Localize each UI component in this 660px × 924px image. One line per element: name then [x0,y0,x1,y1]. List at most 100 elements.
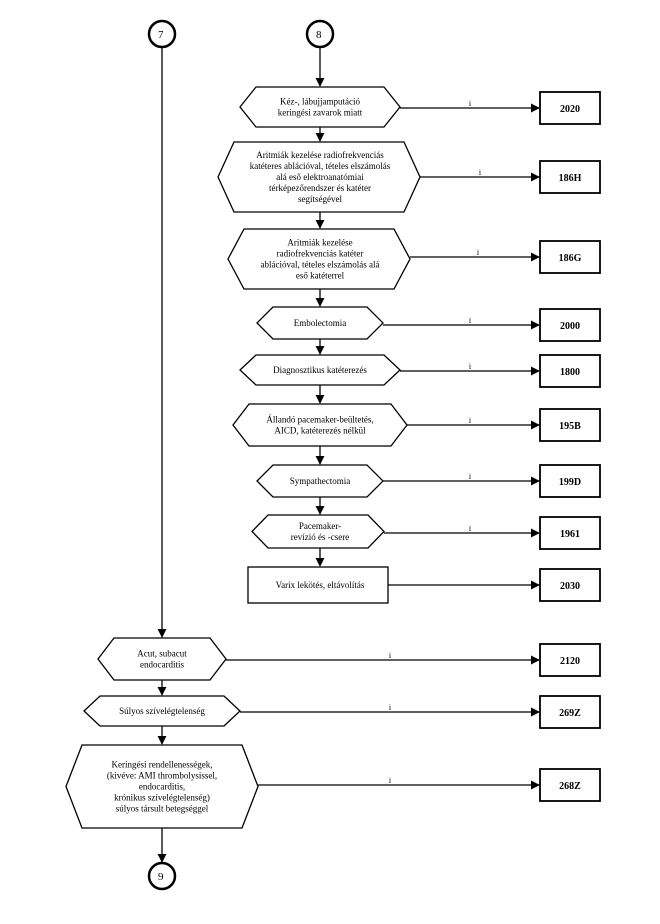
node-hexagon-shape [239,354,401,386]
code-box-label: 2000 [560,321,580,332]
code-box-frame [539,516,601,550]
code-box-n3: 186G [539,240,601,274]
node-hexagon-shape [239,86,401,128]
flow-node-n9: Varix lekötés, eltávolítás [247,566,389,604]
node-hexagon-shape [217,141,421,213]
edge-label-i: i [389,703,392,712]
flow-node-n8: Pacemaker-revízió és -csere [251,514,385,549]
code-box-frame [539,695,601,729]
node-label-line: Acut, subacut [137,649,187,659]
edge-label-i: i [477,248,480,257]
node-hexagon-shape [83,695,241,727]
connector-8-label: 8 [316,29,322,41]
code-box-n8: 1961 [539,516,601,550]
node-label-line: Állandó pacemaker-beültetés, [266,415,373,425]
code-box-n6: 195B [539,408,601,442]
connector-9: 9 [147,861,177,891]
node-label-line: eső katéterrel [296,271,345,281]
edge-label-i: i [469,316,472,325]
node-label-line: súlyos társult betegséggel [116,804,209,814]
connector-9-label: 9 [158,871,164,883]
code-box-n2: 186H [539,160,601,194]
code-box-m3: 268Z [539,768,601,802]
node-hexagon-shape [97,637,227,681]
code-box-n7: 199D [539,464,601,498]
node-label-line: Aritmiák kezelése radiofrekvenciás [256,150,384,160]
code-box-label: 195B [559,421,581,432]
node-label-line: AICD, katéterezés nélkül [274,426,366,436]
connector-8: 8 [305,19,335,49]
node-label-line: Varix lekötés, eltávolítás [276,580,365,590]
code-box-label: 269Z [559,708,581,719]
node-label-line: Kéz-, lábujjamputáció [280,97,360,107]
code-box-label: 2020 [560,104,580,115]
node-hexagon-shape [232,403,408,447]
code-box-frame [539,408,601,442]
code-box-n9: 2030 [539,568,601,602]
code-box-label: 186G [559,253,582,264]
flow-node-n4: Embolectomia [256,306,384,340]
code-box-frame [539,643,601,677]
edge-label-i: i [469,99,472,108]
node-label-line: endocarditis [140,660,184,670]
node-label-line: keringési zavarok miatt [278,108,363,118]
code-box-m2: 269Z [539,695,601,729]
code-box-frame [539,768,601,802]
code-box-frame [539,160,601,194]
edge-label-i: i [389,776,392,785]
node-label-line: Sympathectomia [290,476,351,486]
node-label-line: Diagnosztikus katéterezés [273,365,367,375]
code-box-label: 2120 [560,656,580,667]
code-box-n4: 2000 [539,308,601,342]
node-label-line: radiofrekvenciás katéter [277,249,364,259]
node-label-line: (kivéve: AMI thrombolysissel, [107,771,217,781]
code-box-n5: 1800 [539,354,601,388]
flow-node-n2: Aritmiák kezelése radiofrekvenciáskatéte… [217,141,421,213]
code-box-frame [539,308,601,342]
edge-label-i: i [479,168,482,177]
node-hexagon-shape [65,744,259,829]
node-hexagon-shape [227,228,411,290]
flow-node-n7: Sympathectomia [256,464,384,498]
flow-node-n6: Állandó pacemaker-beültetés,AICD, katéte… [232,403,408,447]
code-box-label: 1800 [560,367,580,378]
node-hexagon-shape [256,306,384,340]
connector-7: 7 [147,19,177,49]
node-label-line: katéteres ablációval, tételes elszámolás [250,161,391,171]
flow-node-m2: Súlyos szívelégtelenség [83,695,241,727]
code-box-frame [539,91,601,125]
flow-node-n5: Diagnosztikus katéterezés [239,354,401,386]
node-label-line: Keringési rendellenességek, [112,760,213,770]
connector-7-label: 7 [158,29,164,41]
node-rect-shape [247,566,389,604]
node-label-line: ablációval, tételes elszámolás alá [261,260,380,270]
node-label-line: Embolectomia [294,318,346,328]
code-box-label: 199D [559,477,581,488]
code-box-frame [539,464,601,498]
edge-label-i: i [469,472,472,481]
code-box-label: 186H [559,173,582,184]
code-box-n1: 2020 [539,91,601,125]
edge-label-i: i [389,651,392,660]
node-label-line: krónikus szívelégtelenség) [114,793,210,803]
node-label-line: revízió és -csere [291,532,349,542]
node-hexagon-shape [251,514,385,549]
edge-label-i: i [469,416,472,425]
code-box-frame [539,568,601,602]
code-box-frame [539,354,601,388]
node-label-line: térképezőrendszer és katéter [269,183,371,193]
node-label-line: Aritmiák kezelése [287,238,352,248]
code-box-label: 1961 [560,529,580,540]
code-box-m1: 2120 [539,643,601,677]
node-label-line: Súlyos szívelégtelenség [119,706,205,716]
code-box-label: 268Z [559,781,581,792]
node-label-line: segítségével [298,194,342,204]
flow-node-m3: Keringési rendellenességek,(kivéve: AMI … [65,744,259,829]
node-label-line: endocarditis, [139,782,185,792]
